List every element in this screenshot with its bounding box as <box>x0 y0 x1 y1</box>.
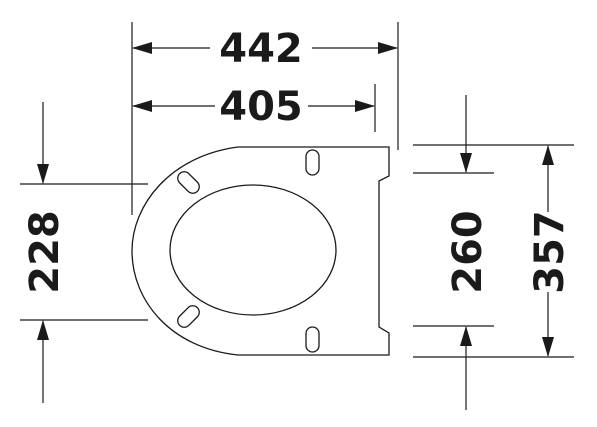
dimension-label-357: 357 <box>527 210 573 294</box>
dimension-hinge-width: 405 <box>132 84 376 132</box>
dimension-label-228: 228 <box>22 210 68 294</box>
seat-outline <box>131 146 390 356</box>
dimension-opening-length: 228 <box>20 102 148 403</box>
dimension-overall-length: 357 <box>413 144 574 358</box>
dimension-label-405: 405 <box>219 84 303 130</box>
dimension-overall-width: 442 <box>131 22 399 215</box>
seat-opening <box>169 184 337 316</box>
seat-buffer-top-left <box>177 171 200 194</box>
seat-buffer-top-right <box>305 149 320 176</box>
seat-outer-contour <box>131 146 390 356</box>
seat-buffer-bottom-left <box>177 305 200 328</box>
dimension-label-260: 260 <box>445 210 491 294</box>
seat-buffer-bottom-right <box>305 326 320 353</box>
dimension-hinge-span: 260 <box>413 95 494 410</box>
dimension-label-442: 442 <box>219 26 303 72</box>
